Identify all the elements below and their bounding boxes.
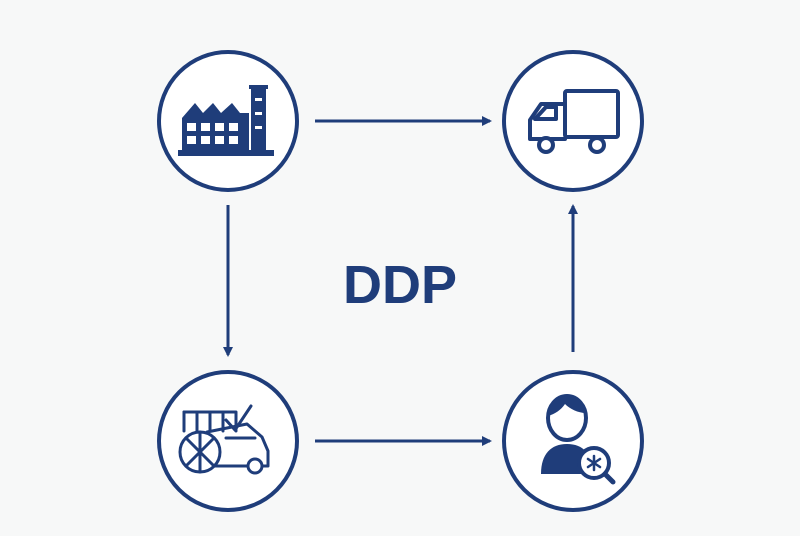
node-factory — [157, 50, 299, 192]
customs-cargo-icon — [178, 404, 270, 475]
node-truck-circle — [502, 50, 644, 192]
factory-icon — [178, 85, 274, 156]
diagram-title: DDP — [343, 255, 457, 315]
node-customs — [157, 370, 299, 512]
node-customer — [502, 370, 644, 512]
node-customs-circle — [157, 370, 299, 512]
delivery-truck-icon — [528, 89, 620, 154]
asterisk-icon — [586, 454, 602, 472]
customer-icon — [541, 394, 616, 485]
node-truck — [502, 50, 644, 192]
flow-arrows — [223, 116, 578, 446]
